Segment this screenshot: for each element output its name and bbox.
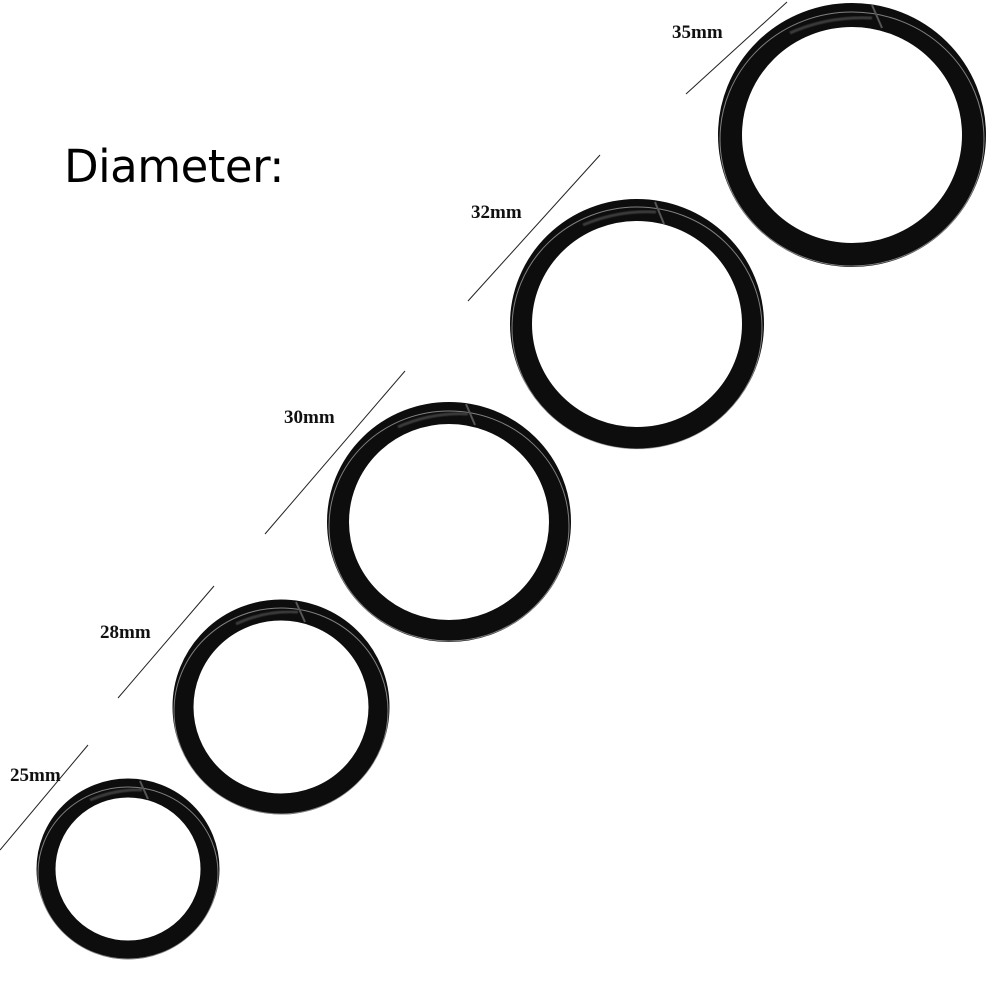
leader-line-30mm	[264, 370, 406, 535]
diameter-heading: Diameter:	[64, 140, 284, 193]
size-label-35mm: 35mm	[672, 22, 723, 43]
ring-32mm	[510, 199, 764, 450]
size-label-32mm: 32mm	[471, 202, 522, 223]
ring-25mm	[36, 778, 220, 960]
leader-line-28mm	[117, 585, 215, 699]
leader-line-25mm	[0, 744, 89, 851]
size-label-28mm: 28mm	[100, 622, 151, 643]
ring-35mm	[718, 3, 986, 267]
leader-line-32mm	[467, 154, 601, 302]
leader-line-35mm	[685, 1, 788, 95]
size-label-30mm: 30mm	[284, 407, 335, 428]
size-label-25mm: 25mm	[10, 765, 61, 786]
ring-28mm	[172, 599, 390, 815]
ring-30mm	[327, 402, 571, 642]
